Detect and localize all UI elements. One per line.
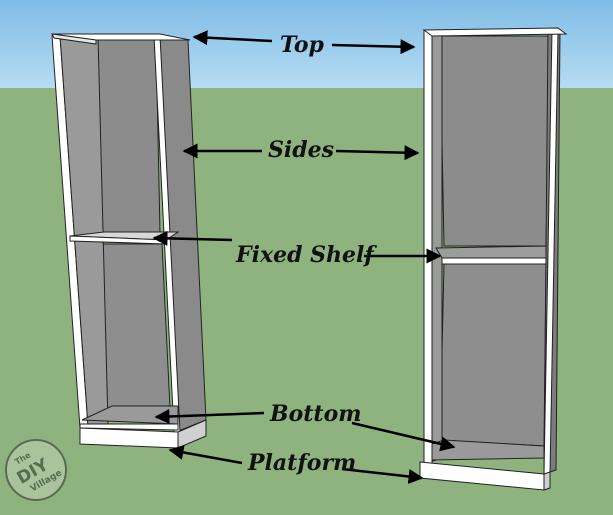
right-fixed-shelf: [435, 245, 547, 259]
arrow-sides-right: [335, 145, 420, 161]
arrow-bottom-right: [351, 421, 456, 452]
right-back-panel-upper: [439, 35, 551, 247]
arrow-platform-left: [168, 445, 243, 465]
right-back-panel-lower: [439, 263, 547, 447]
right-top: [422, 27, 568, 37]
right-fixed-shelf-front: [441, 257, 547, 265]
logo-badge: [5, 439, 67, 501]
label-top: Top: [280, 32, 325, 58]
label-platform: Platform: [247, 450, 356, 476]
arrow-platform-right: [341, 467, 424, 484]
right-side-left-edge: [423, 29, 433, 467]
left-bottom: [81, 405, 179, 425]
label-bottom: Bottom: [269, 401, 362, 427]
arrow-top-left: [192, 30, 273, 46]
right-bookcase: [419, 27, 568, 491]
label-sides: Sides: [268, 137, 334, 163]
arrow-bottom-left: [154, 409, 265, 424]
diy-village-logo: The DIY Village: [5, 439, 67, 501]
arrow-shelf-left: [152, 230, 233, 246]
left-top-front: [51, 33, 97, 45]
right-platform-side: [543, 471, 551, 491]
arrow-top-right: [331, 39, 416, 55]
left-platform: [79, 427, 179, 449]
label-fixed-shelf: Fixed Shelf: [235, 242, 377, 268]
left-bookcase: [51, 33, 207, 449]
left-platform-side: [177, 419, 207, 449]
arrows: [152, 30, 456, 484]
